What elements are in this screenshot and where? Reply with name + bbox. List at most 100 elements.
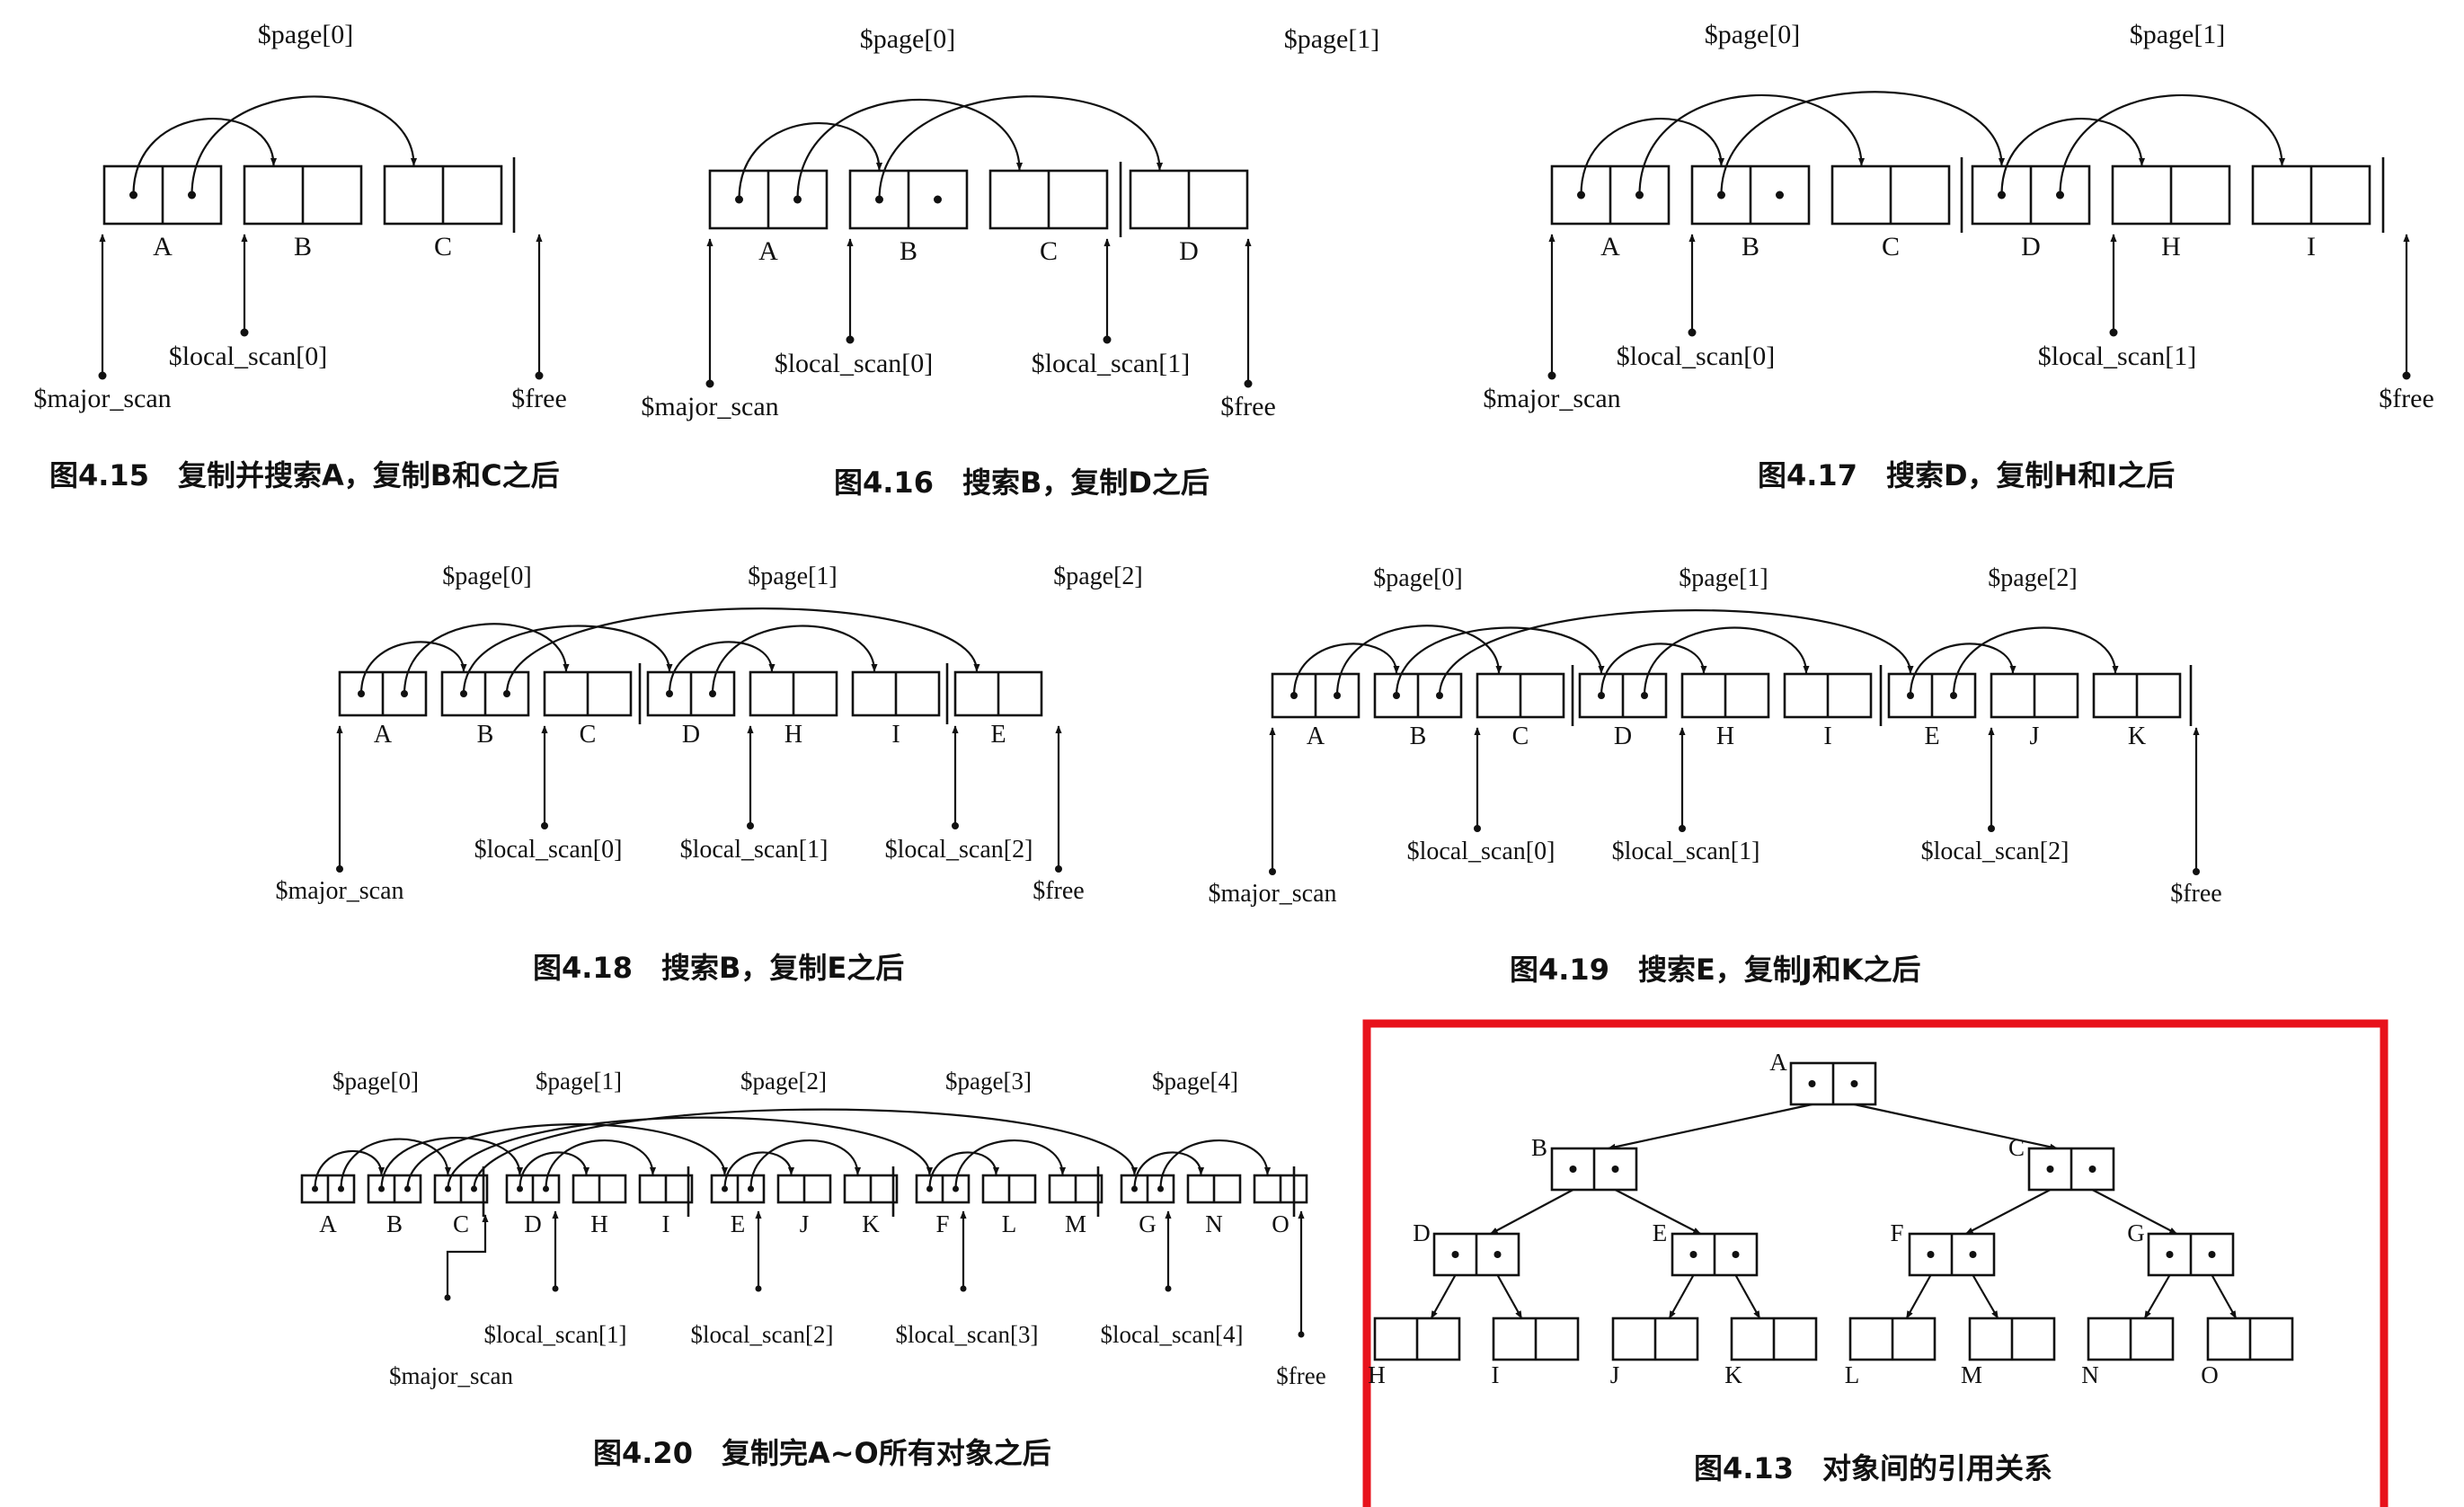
pointer-dot [952, 822, 959, 829]
tree-node-label: K [1724, 1361, 1742, 1388]
tree-node: I [1492, 1316, 1580, 1388]
pointer-label: $major_scan [641, 392, 778, 421]
object-box: K [843, 1174, 899, 1237]
scan-pointer: $local_scan[2] [691, 1210, 833, 1348]
reference-arrow [2000, 118, 2146, 196]
pointer-dot [1055, 865, 1062, 873]
page-label: $page[1] [1679, 564, 1768, 592]
scan-pointer: $local_scan[1] [1612, 727, 1760, 865]
pointer-label: $local_scan[4] [1101, 1321, 1244, 1348]
page-label: $page[0] [258, 20, 354, 49]
pointer-label: $local_scan[1] [1612, 838, 1760, 865]
tree-node: D [1413, 1219, 1520, 1277]
reference-arrow [1638, 93, 1866, 196]
object-box: F [915, 1174, 971, 1237]
pointer-dot [1689, 1251, 1697, 1258]
object-label: B [1742, 232, 1759, 262]
object-box: I [2251, 164, 2371, 262]
scan-pointer: $local_scan[1] [2038, 234, 2197, 371]
reference-arrow [359, 641, 467, 695]
fig-4-20: $page[0]$page[1]$page[2]$page[3]$page[4]… [300, 1068, 1326, 1470]
object-label: C [1882, 232, 1900, 262]
tree-node: M [1961, 1316, 2056, 1388]
reference-arrow [545, 1139, 657, 1190]
pointer-dot [1493, 1251, 1502, 1258]
reference-arrow [1159, 1139, 1272, 1190]
object-label: A [1600, 232, 1620, 262]
pointer-label: $local_scan[0] [474, 836, 623, 864]
pointer-dot [1969, 1251, 1977, 1258]
object-label: D [682, 721, 700, 749]
pointer-label: $free [1033, 877, 1085, 905]
tree-node: G [2127, 1219, 2235, 1277]
pointer-label: $local_scan[1] [1032, 349, 1191, 378]
object-box: B [848, 169, 969, 266]
pointer-dot [535, 371, 544, 380]
pointer-dot [240, 328, 249, 337]
object-label: E [731, 1210, 746, 1237]
page-label: $page[1] [748, 563, 838, 590]
object-label: B [386, 1210, 403, 1237]
pointer-label: $local_scan[1] [484, 1321, 627, 1348]
tree-node-label: L [1845, 1361, 1860, 1388]
tree-edge [1854, 1103, 2059, 1150]
tree-edge [2091, 1189, 2178, 1235]
object-box: D [1971, 164, 2091, 262]
object-label: G [1139, 1210, 1157, 1237]
tree-edge [2143, 1274, 2171, 1319]
scan-pointer: $local_scan[3] [896, 1210, 1039, 1348]
object-label: H [784, 721, 802, 749]
scan-pointer: $local_scan[2] [1921, 727, 2069, 865]
reference-arrow [403, 623, 570, 695]
pointer-label: $free [1276, 1362, 1325, 1389]
pointer-dot [705, 379, 714, 388]
reference-arrow [447, 1116, 934, 1190]
tree-node: N [2081, 1316, 2175, 1388]
object-box: H [572, 1174, 627, 1237]
object-label: A [374, 721, 393, 749]
object-box: A [338, 670, 428, 749]
object-label: O [1272, 1210, 1290, 1237]
tree-edge [1905, 1274, 1932, 1319]
pointer-label: $local_scan[1] [2038, 341, 2197, 371]
page-label: $page[3] [945, 1068, 1032, 1095]
pointer-label: $local_scan[2] [885, 836, 1033, 864]
tree-node-label: M [1961, 1361, 1982, 1388]
pointer-label: $local_scan[0] [1617, 341, 1776, 371]
pointer-dot [1776, 191, 1784, 199]
object-label: I [1823, 722, 1831, 750]
scan-pointer: $free [2170, 727, 2222, 908]
object-label: B [900, 236, 917, 266]
figure-caption: 图4.13 对象间的引用关系 [1694, 1451, 2052, 1485]
reference-arrow [1133, 1151, 1205, 1190]
pointer-label: $free [2379, 384, 2434, 413]
object-box: J [1990, 672, 2079, 750]
object-box: J [776, 1174, 832, 1237]
object-box: B [367, 1174, 422, 1237]
pointer-label: $free [1220, 392, 1276, 421]
pointer-dot [541, 822, 548, 829]
scan-pointer: $free [1033, 725, 1085, 905]
object-box: B [243, 164, 363, 262]
pointer-dot [1103, 335, 1112, 344]
reference-arrow [1580, 118, 1725, 196]
object-box: C [1476, 672, 1565, 750]
scan-pointer: $free [511, 234, 567, 413]
object-box: B [1690, 164, 1811, 262]
object-label: A [1307, 722, 1325, 750]
object-label: D [524, 1210, 542, 1237]
pointer-label: $local_scan[3] [896, 1321, 1039, 1348]
object-box: C [383, 164, 503, 262]
object-label: K [862, 1210, 880, 1237]
tree-node: E [1653, 1219, 1759, 1277]
reference-arrow [1720, 91, 2006, 196]
object-box: E [953, 670, 1043, 749]
reference-arrow [928, 1151, 1000, 1190]
pointer-dot [960, 1285, 967, 1292]
object-box: H [1680, 672, 1770, 750]
pointer-dot [1451, 1251, 1459, 1258]
object-label: M [1065, 1210, 1086, 1237]
reference-arrow [1909, 643, 2016, 696]
page-label: $page[0] [332, 1068, 419, 1095]
